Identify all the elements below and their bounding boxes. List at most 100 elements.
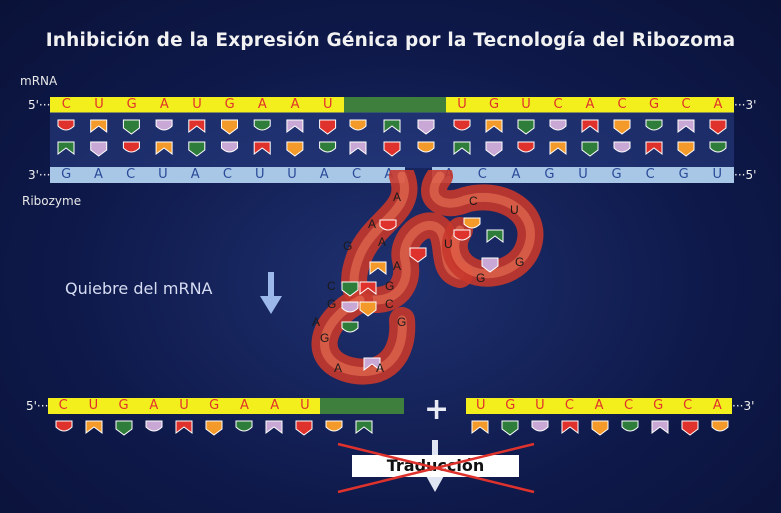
nucleotide: A	[93, 167, 103, 182]
base-piece	[711, 420, 729, 432]
nucleotide: U	[535, 398, 545, 413]
mrna-label: mRNA	[20, 74, 58, 88]
base-piece	[677, 119, 695, 133]
nucleotide: C	[477, 167, 487, 182]
base-piece	[221, 119, 238, 135]
fragment-cleaved-end	[320, 398, 404, 414]
base-piece	[286, 119, 304, 133]
loop-letter: G	[515, 255, 524, 269]
nucleotide: U	[158, 167, 168, 182]
mrna-3-prime-label: ···3'	[734, 98, 757, 112]
nucleotide: U	[287, 167, 297, 182]
nucleotide: U	[322, 97, 333, 112]
base-piece	[517, 119, 535, 135]
base-piece	[677, 141, 695, 157]
base-piece	[155, 119, 173, 131]
base-piece	[319, 141, 337, 153]
base-piece	[379, 219, 397, 231]
ribozyme-strand-right: A C A G U G C G U	[432, 167, 734, 183]
base-piece	[709, 119, 727, 135]
base-piece	[501, 420, 519, 436]
base-piece	[549, 119, 567, 131]
base-piece	[369, 261, 387, 275]
base-piece	[481, 257, 499, 273]
nucleotide: G	[648, 97, 660, 112]
base-piece	[355, 420, 373, 434]
nucleotide: U	[521, 97, 531, 112]
mrna-strand-right: U G U C A C G C A	[446, 97, 734, 113]
base-piece	[295, 420, 313, 436]
base-piece	[188, 141, 206, 157]
nucleotide: U	[192, 97, 202, 112]
nucleotide: C	[61, 97, 71, 112]
nucleotide: C	[351, 167, 362, 182]
nucleotide: C	[553, 97, 563, 112]
base-piece	[85, 420, 103, 434]
base-piece	[253, 119, 271, 131]
nucleotide: U	[94, 97, 104, 112]
base-piece	[145, 420, 163, 432]
nucleotide: U	[457, 97, 467, 112]
base-piece	[253, 141, 271, 155]
nucleotide: A	[319, 167, 329, 182]
cleavage-label: Quiebre del mRNA	[65, 279, 213, 298]
loop-letter: G	[476, 271, 485, 285]
nucleotide: C	[58, 398, 68, 413]
fragment-left-strand: C U G A U G A A U	[48, 398, 320, 414]
loop-letter: A	[368, 217, 376, 231]
nucleotide: G	[653, 398, 664, 413]
base-piece	[581, 119, 599, 133]
loop-letter: A	[393, 259, 401, 273]
base-piece	[485, 119, 503, 133]
loop-letter: C	[469, 194, 478, 208]
nucleotide: A	[713, 97, 723, 112]
nucleotide: U	[88, 398, 99, 413]
nucleotide: G	[611, 167, 622, 182]
loop-letter: U	[444, 237, 453, 251]
base-piece	[325, 420, 343, 432]
nucleotide: A	[239, 398, 249, 413]
base-piece	[613, 141, 631, 153]
base-piece	[417, 119, 435, 135]
base-piece	[235, 420, 253, 432]
base-piece	[265, 420, 283, 434]
loop-letter: G	[343, 239, 352, 253]
nucleotide: A	[511, 167, 521, 182]
base-piece	[549, 141, 567, 155]
mrna-strand-left: C U G A U G A A U	[50, 97, 344, 113]
base-piece	[286, 141, 304, 157]
nucleotide: U	[300, 398, 310, 413]
ribozyme-strand-left: G A C U A C U U A C A	[50, 167, 405, 183]
loop-letter: G	[397, 315, 406, 329]
loop-letter: C	[385, 297, 394, 311]
loop-letter: A	[334, 361, 342, 375]
cleavage-site	[344, 97, 446, 113]
nucleotide: G	[505, 398, 516, 413]
bottom-5-prime-label: 5'···	[26, 399, 49, 413]
base-piece	[613, 119, 631, 135]
ribozyme-3-prime-label: 3'···	[28, 168, 51, 182]
loop-letter: A	[376, 361, 384, 375]
nucleotide: C	[683, 398, 693, 413]
nucleotide: C	[126, 167, 136, 182]
loop-letter: U	[510, 203, 519, 217]
nucleotide: U	[179, 398, 189, 413]
base-piece	[517, 141, 535, 153]
nucleotide: A	[594, 398, 604, 413]
base-piece	[383, 119, 401, 133]
base-piece	[453, 141, 471, 155]
nucleotide: A	[190, 167, 200, 182]
nucleotide: G	[126, 97, 137, 112]
base-piece	[363, 357, 381, 371]
base-piece	[115, 420, 133, 436]
base-piece	[90, 119, 108, 133]
base-pairs	[50, 112, 734, 168]
base-piece	[581, 141, 599, 157]
base-piece	[485, 141, 503, 157]
nucleotide: G	[224, 97, 235, 112]
ribozyme-catalytic-loop: A A G A A C G G C G A G A A C U U G G	[311, 170, 544, 385]
base-piece	[453, 229, 471, 241]
nucleotide: C	[645, 167, 655, 182]
base-piece	[57, 141, 75, 155]
nucleotide: U	[476, 398, 486, 413]
